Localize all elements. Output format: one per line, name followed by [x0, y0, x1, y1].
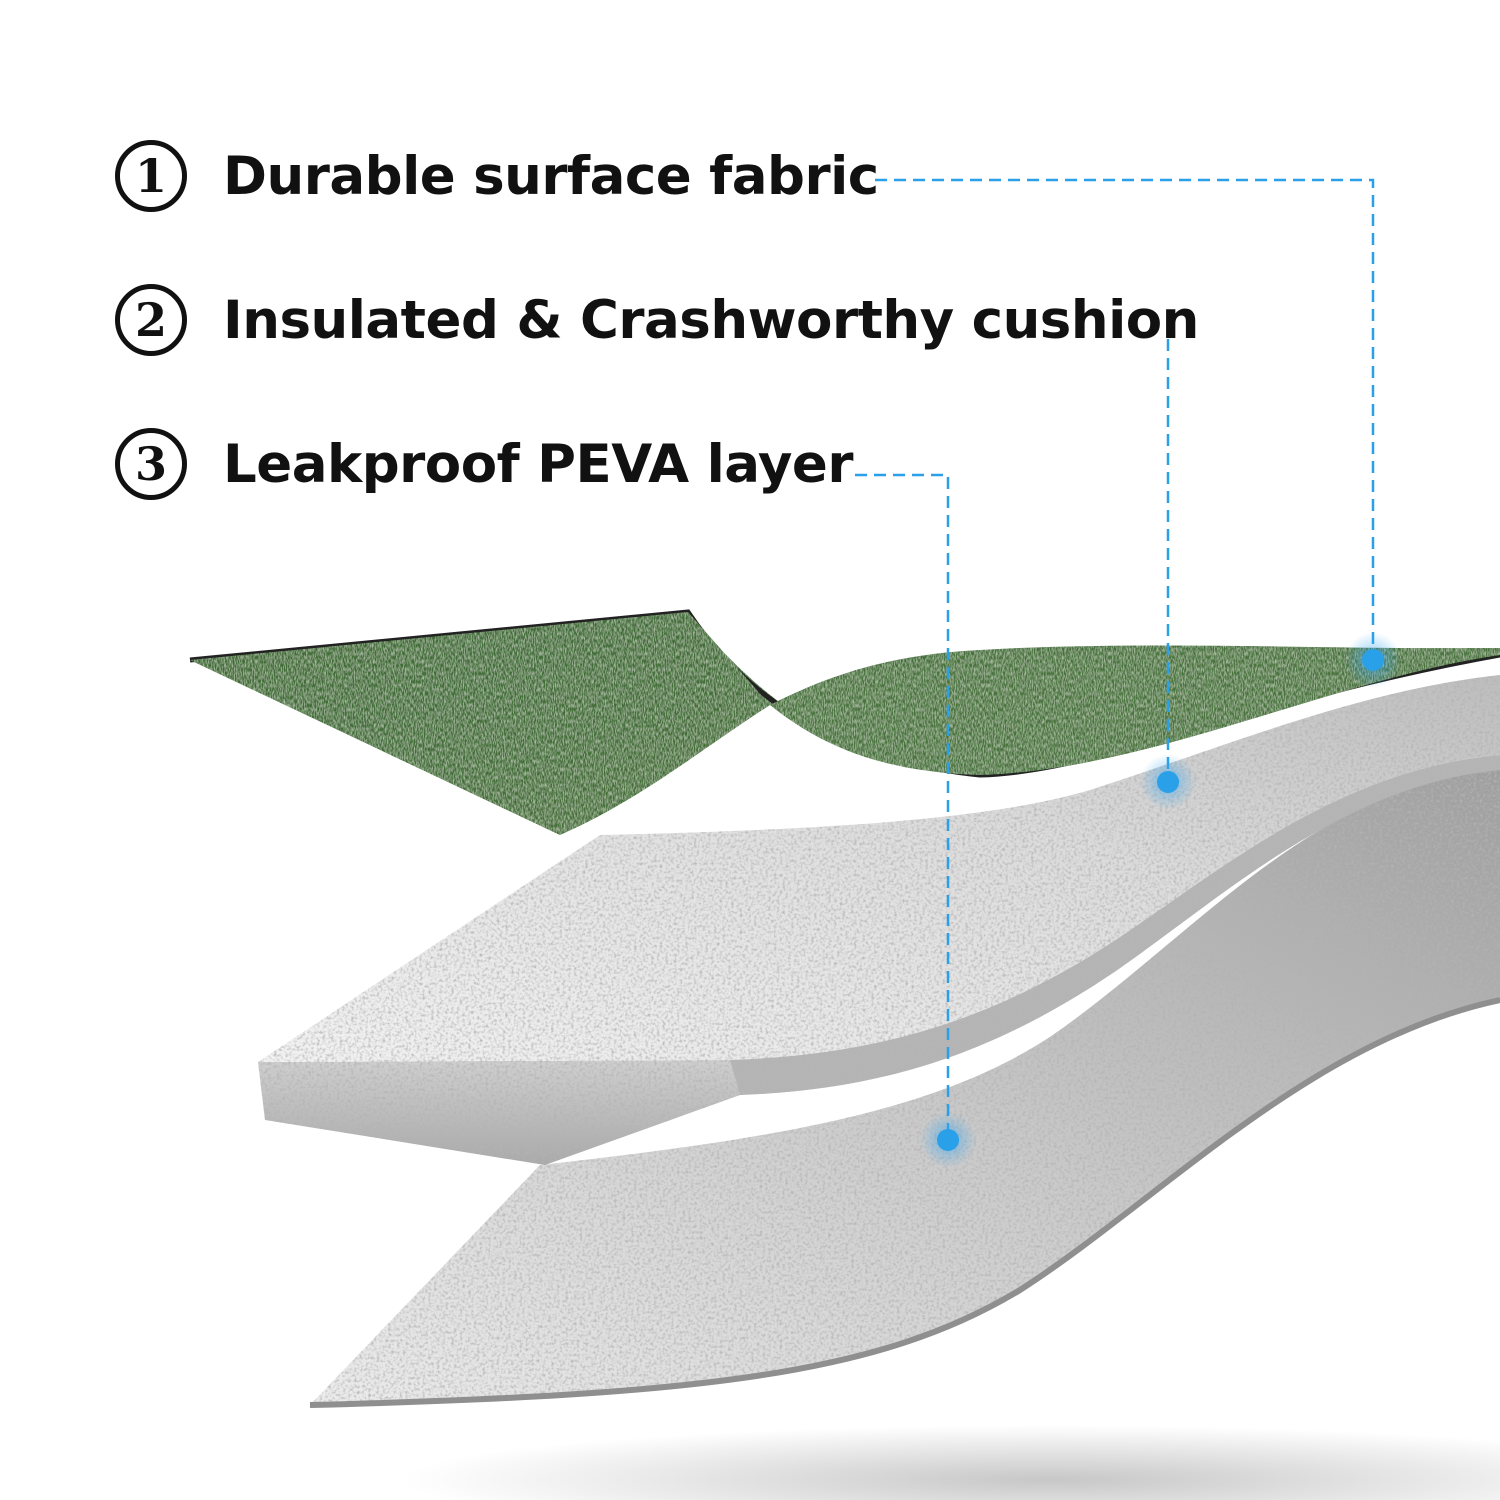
callout-dot-1 — [1362, 649, 1384, 671]
callout-dots — [920, 632, 1401, 1168]
feature-label-fabric: Durable surface fabric — [223, 145, 879, 207]
number-badge-3: 3 — [115, 428, 187, 500]
callout-line-3 — [855, 473, 950, 1140]
peva-layer — [309, 765, 1500, 1408]
feature-label-peva: Leakproof PEVA layer — [223, 433, 854, 495]
feature-label-cushion: Insulated & Crashworthy cushion — [223, 289, 1199, 351]
callout-dot-3 — [937, 1129, 959, 1151]
callout-dot-2 — [1157, 771, 1179, 793]
callout-line-1 — [875, 178, 1375, 660]
feature-row-3: 3 Leakproof PEVA layer — [115, 422, 854, 506]
callout-lines — [855, 178, 1375, 1140]
feature-row-1: 1 Durable surface fabric — [115, 134, 879, 218]
fabric-layer — [189, 609, 1500, 835]
number-badge-2: 2 — [115, 284, 187, 356]
feature-row-2: 2 Insulated & Crashworthy cushion — [115, 278, 1199, 362]
number-badge-1: 1 — [115, 140, 187, 212]
floor-shadow — [400, 1425, 1500, 1500]
